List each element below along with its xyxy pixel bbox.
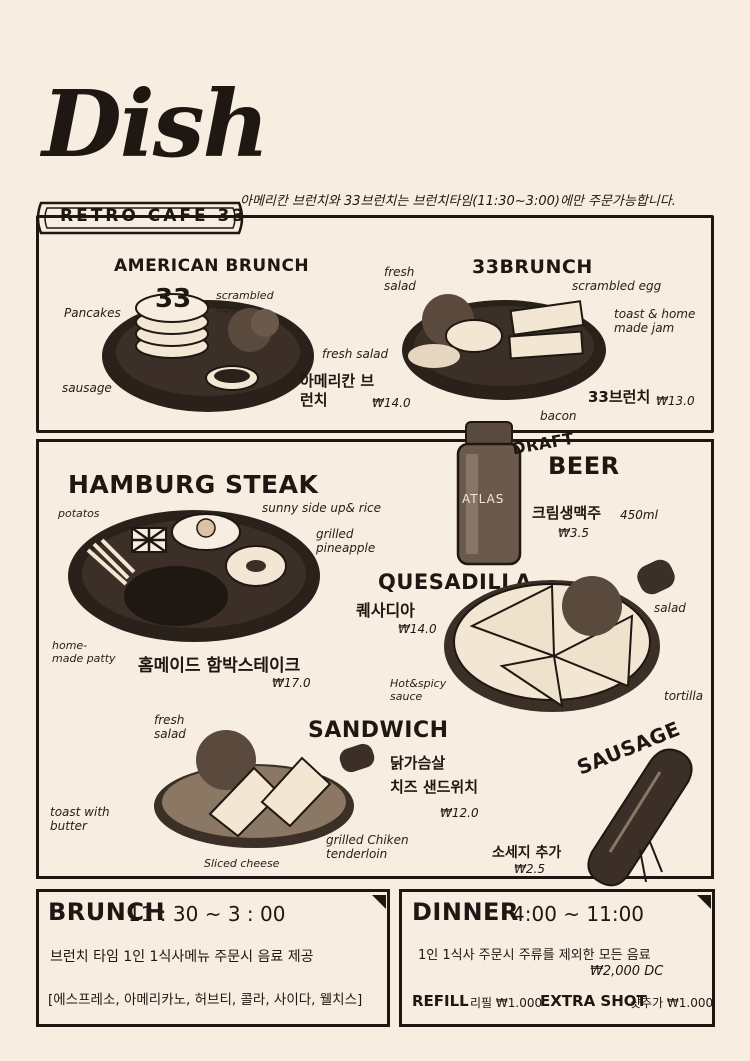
note-toast-jam: toast & home made jam [614, 307, 696, 335]
brunch-hours: 11 : 30 ~ 3 : 00 [128, 902, 286, 926]
beer-jar-label: ATLAS [462, 492, 505, 506]
brunch-drinks-list: [에스프레소, 아메리카노, 허브티, 콜라, 사이다, 웰치스] [48, 992, 363, 1008]
quesadilla-board-illustration [444, 559, 675, 712]
beer-jar-illustration [456, 421, 522, 566]
dinner-offer-text: 1인 1식사 주문시 주류를 제외한 모든 음료 [418, 948, 651, 963]
note-scrambled-egg-33: scrambled egg [572, 279, 662, 293]
refill-label: REFILL [412, 992, 469, 1010]
beer-title-line2: BEER [548, 452, 620, 480]
brunch-hours-box [36, 889, 390, 1027]
american-brunch-price: ₩14.0 [372, 396, 411, 410]
brunch-section-box [36, 215, 714, 433]
brunch-time-notice: 아메리칸 브런치와 33브런치는 브런치타임(11:30~3:00)에만 주문가… [240, 194, 676, 209]
note-pancakes: Pancakes [64, 306, 121, 320]
sandwich-name-ko-line2: 치즈 샌드위치 [390, 778, 479, 796]
sandwich-title: SANDWICH [308, 718, 449, 743]
note-fresh-salad: fresh salad [322, 347, 389, 361]
note-tortilla: tortilla [664, 689, 704, 703]
note-sausage: sausage [62, 381, 112, 395]
brunch-label: BRUNCH [48, 898, 166, 926]
sausage-name-ko: 소세지 추가 [492, 845, 562, 861]
note-toast-with-butter: toast with butter [50, 805, 110, 833]
dinner-label: DINNER [412, 898, 519, 926]
beer-name-ko: 크림생맥주 [532, 504, 602, 522]
brunch33-price: ₩13.0 [656, 394, 695, 408]
hamburg-steak-title: HAMBURG STEAK [68, 470, 319, 499]
sandwich-name-ko-line1: 닭가슴살 [390, 754, 446, 772]
american-brunch-title: AMERICAN BRUNCH [114, 256, 310, 276]
note-sliced-cheese: Sliced cheese [204, 857, 280, 870]
beer-price: ₩3.5 [558, 526, 589, 540]
quesadilla-price: ₩14.0 [398, 622, 437, 636]
note-salad-quesadilla: salad [654, 601, 686, 615]
hamburg-steak-price: ₩17.0 [272, 676, 311, 690]
pancake-badge: 33 [155, 284, 192, 314]
quesadilla-name-ko: 퀘사디아 [356, 601, 415, 620]
main-menu-box [36, 439, 714, 879]
hamburg-steak-name-ko: 홈메이드 함박스테이크 [138, 656, 301, 676]
note-grilled-chicken: grilled Chiken tenderloin [326, 833, 409, 861]
dinner-hours: 4:00 ~ 11:00 [512, 902, 645, 926]
sandwich-board-illustration [154, 730, 375, 848]
refill-text: 리필 ₩1.000 [470, 996, 543, 1010]
note-hot-spicy-sauce: Hot&spicy sauce [390, 677, 447, 703]
dinner-discount: ₩2,000 DC [590, 964, 664, 979]
sausage-price: ₩2.5 [514, 862, 545, 876]
ribbon-banner [36, 201, 244, 235]
brunch-offer-text: 브런치 타임 1인 1식사메뉴 주문시 음료 제공 [50, 949, 314, 965]
note-fresh-salad-33: fresh salad [384, 265, 416, 293]
hamburg-steak-plate-illustration [68, 510, 320, 642]
extra-shot-label: EXTRA SHOT [540, 992, 647, 1010]
note-potatos: potatos [58, 507, 100, 520]
logo: Dish [42, 70, 269, 178]
extra-shot-text: 샷추가 ₩1.000 [630, 996, 714, 1010]
american-brunch-plate-illustration [102, 293, 314, 412]
dinner-hours-box [399, 889, 715, 1027]
brunch33-plate-illustration [402, 294, 606, 400]
dinner-box-corner-icon [697, 895, 711, 909]
sandwich-price: ₩12.0 [440, 806, 479, 820]
note-scrambled-egg: scrambled egg [216, 289, 274, 315]
brunch-box-corner-icon [372, 895, 386, 909]
note-sunny-side-up: sunny side up& rice [262, 501, 382, 515]
note-home-made-patty: home-made patty [52, 639, 116, 665]
american-brunch-name-ko: 아메리칸 브런치 [300, 372, 375, 409]
note-grilled-pineapple: grilled pineapple [316, 527, 376, 555]
brunch33-title: 33BRUNCH [472, 256, 593, 278]
beer-volume: 450ml [620, 508, 658, 522]
brunch33-name-ko: 33브런치 [588, 388, 651, 406]
note-fresh-salad-sandwich: fresh salad [154, 713, 186, 741]
note-bacon: bacon [540, 409, 577, 423]
sausage-illustration [587, 748, 693, 887]
